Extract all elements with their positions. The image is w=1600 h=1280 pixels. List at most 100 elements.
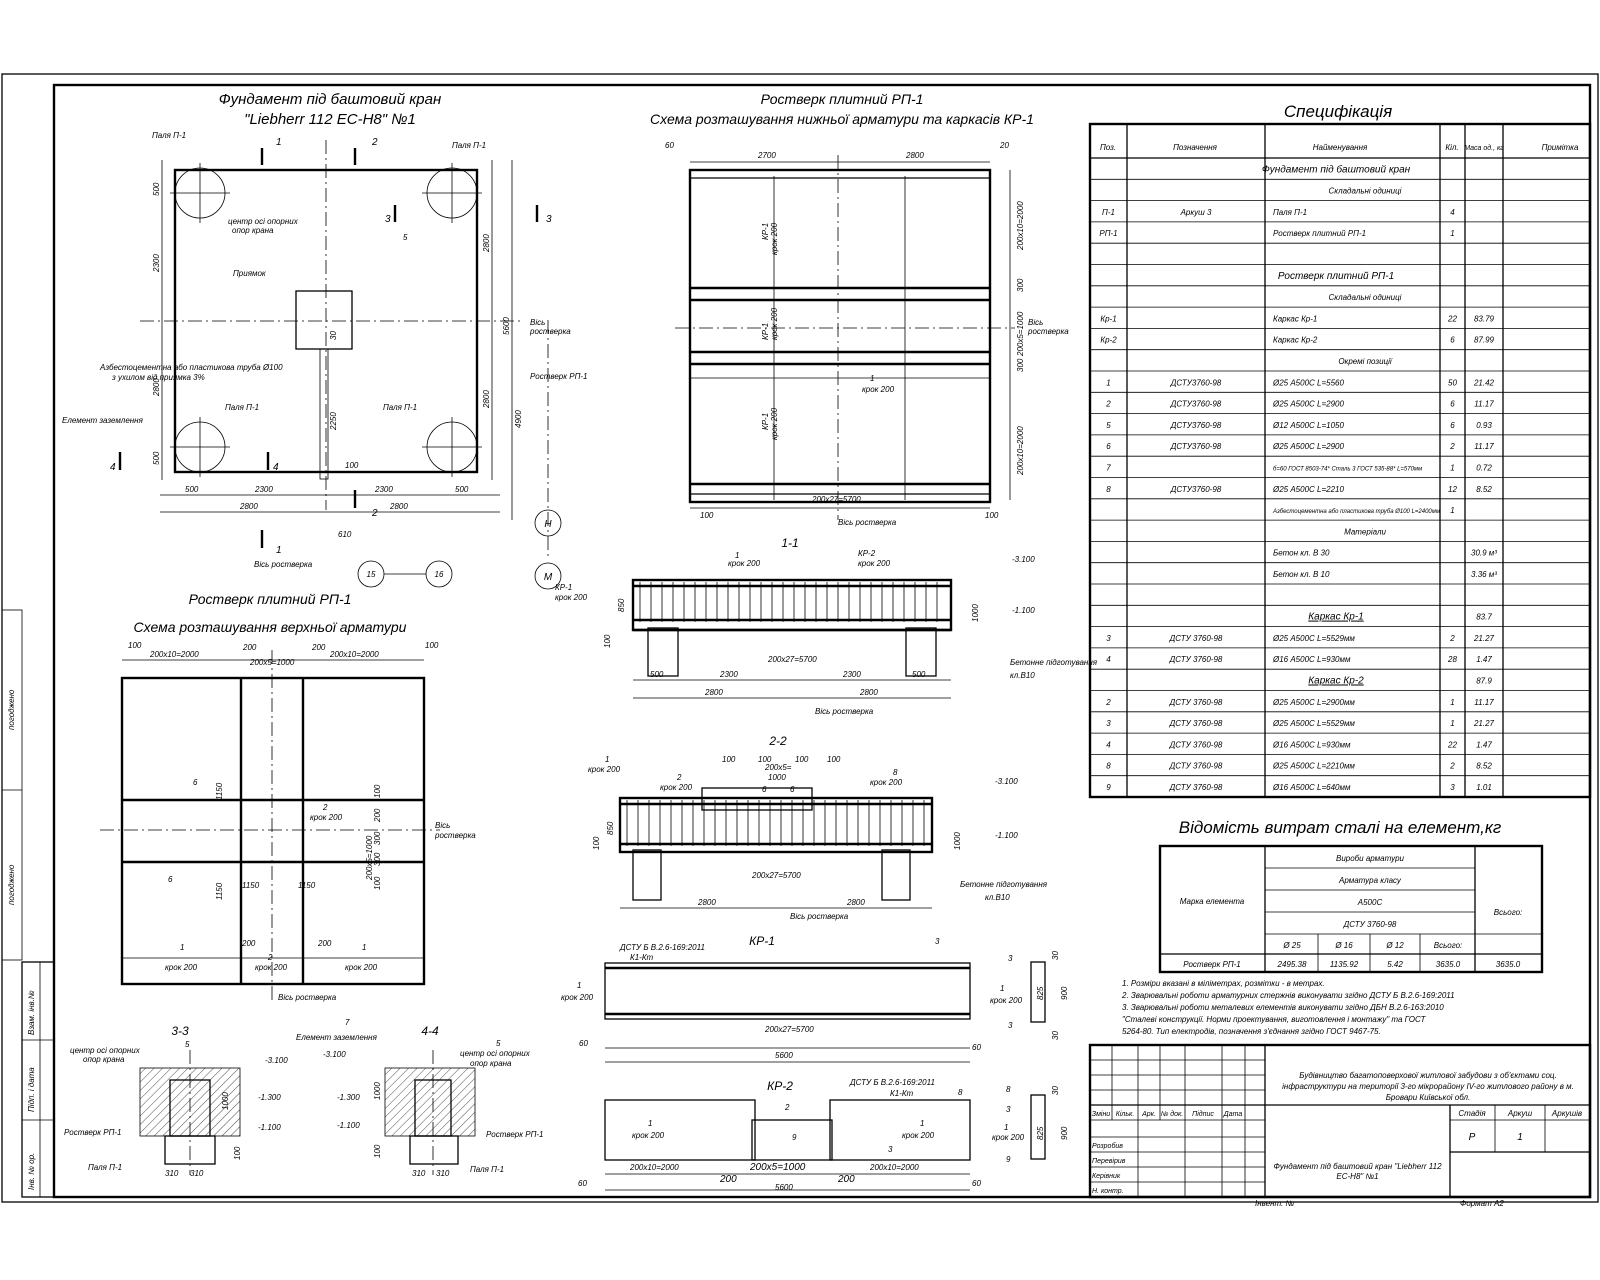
- s22-step: крок 200: [588, 765, 621, 774]
- kr1-dim: 200х27=5700: [764, 1025, 814, 1034]
- dim-5600: 5600: [502, 317, 511, 335]
- side-agreed-2: погоджено: [7, 864, 16, 905]
- pipe-label-2: з ухилом від приямка 3%: [111, 373, 205, 382]
- p3-dim-v2: 200: [373, 808, 382, 823]
- steel-h3: А500С: [1357, 898, 1383, 907]
- p3-dim-v1: 100: [373, 784, 382, 798]
- s11-axis: Вісь ростверка: [815, 707, 874, 716]
- stamp-col-0: Зміни: [1092, 1110, 1111, 1118]
- kr1-side-900: 900: [1060, 986, 1069, 1000]
- side-inv-orig: Інв. № ор.: [27, 1153, 36, 1190]
- steel-row-grand: 3635.0: [1496, 960, 1521, 969]
- s44-d100: 100: [373, 1144, 382, 1158]
- spec-qty: 3: [1450, 783, 1455, 792]
- p2-dim-bottom: 200х27=5700: [811, 495, 861, 504]
- spec-designation: ДСТУ 3760-98: [1169, 655, 1223, 664]
- steel-row-16: 1135.92: [1330, 960, 1359, 969]
- note-2: 2. Зварювальні роботи арматурних стержні…: [1121, 991, 1455, 1000]
- spec-header: Поз. Позначення Найменування Кіл. Маса о…: [1100, 143, 1579, 152]
- stamp-col-3: № док.: [1161, 1110, 1184, 1118]
- spec-h-designation: Позначення: [1173, 143, 1218, 152]
- s22-step3: крок 200: [870, 778, 903, 787]
- axis-label: Вісь: [530, 318, 545, 327]
- p3-pos1b: 1: [362, 943, 366, 952]
- p3-pos6b: 6: [168, 875, 173, 884]
- axis-bubble-15: 15: [367, 570, 376, 579]
- kr1-d60b: 60: [972, 1043, 981, 1052]
- plan3-subtitle: Схема розташування верхньої арматури: [134, 619, 407, 635]
- kr2-stepb: крок 200: [902, 1131, 935, 1140]
- spec-qty: 6: [1450, 336, 1455, 345]
- p2-step-c: крок 200: [770, 407, 779, 440]
- p2-dim-2700: 2700: [757, 151, 776, 160]
- dim-30: 30: [329, 331, 338, 340]
- spec-name: Ø25 А500С L=5529мм: [1272, 634, 1355, 643]
- spec-mass: 8.52: [1476, 762, 1492, 771]
- pile-label-4: Паля П-1: [383, 403, 417, 412]
- note-3: 3. Зварювальні роботи металевих елементі…: [1122, 1003, 1444, 1012]
- spec-name: Ø12 А500С L=1050: [1272, 421, 1344, 430]
- s33-n5: 5: [185, 1040, 190, 1049]
- side-sign-date: Підп. і дата: [27, 1067, 36, 1112]
- spec-subheading: Складальні одиниці: [1329, 187, 1402, 196]
- title-block: Зміни Кільк. Арк. № док. Підпис Дата Роз…: [1088, 1043, 1592, 1208]
- spec-mass: 3.36 м³: [1471, 570, 1497, 579]
- spec-h-name: Найменування: [1313, 143, 1368, 152]
- plan1-title: Фундамент під баштовий кран: [219, 91, 442, 108]
- spec-name: Ø25 А500С L=2900: [1272, 442, 1344, 451]
- spec-qty: 6: [1450, 421, 1455, 430]
- axis-bubble-M: М: [544, 572, 553, 583]
- s44-elev1: -3.100: [323, 1050, 346, 1059]
- plan2-title: Ростверк плитний РП-1: [761, 91, 924, 107]
- spec-section-title: Каркас Кр-1: [1308, 612, 1363, 623]
- s33-center-2: опор крана: [83, 1055, 125, 1064]
- grillage-label: Ростверк РП-1: [530, 372, 588, 381]
- stamp-role-1: Перевірив: [1092, 1157, 1126, 1165]
- p3-pos2b: 2: [267, 953, 273, 962]
- spec-name: Ø25 А500С L=2210мм: [1272, 762, 1355, 771]
- spec-mass: 0.72: [1476, 464, 1492, 473]
- s44-grill: Ростверк РП-1: [486, 1130, 544, 1139]
- spec-name: Ø25 А500С L=2900мм: [1272, 698, 1355, 707]
- spec-qty: 22: [1447, 740, 1457, 749]
- kr1-side-1: 1: [1000, 984, 1004, 993]
- plan2-subtitle: Схема розташування нижньої арматури та к…: [650, 111, 1034, 127]
- spec-designation: ДСТУ 3760-98: [1169, 634, 1223, 643]
- p3-dim-100b: 100: [425, 641, 439, 650]
- kr2-d60a: 60: [578, 1179, 587, 1188]
- spec-name: Бетон кл. В 30: [1273, 549, 1330, 558]
- spec-pos: 8: [1106, 762, 1111, 771]
- kr1-std: ДСТУ Б В.2.6-169:2011: [619, 943, 705, 952]
- kr1-step: крок 200: [561, 993, 594, 1002]
- p2-dim-60: 60: [665, 141, 674, 150]
- rebar-lines: [690, 176, 990, 500]
- pit: [295, 290, 353, 350]
- s44-d310b: 310: [436, 1169, 450, 1178]
- s44-d1000: 1000: [373, 1082, 382, 1100]
- stamp-inv: Інвент. №: [1255, 1199, 1294, 1208]
- s22-elev1: -3.100: [995, 777, 1018, 786]
- s11-bedding: Бетонне підготування: [1010, 658, 1098, 667]
- cut-2-bottom: 2: [371, 508, 378, 519]
- spec-designation: Аркуш 3: [1180, 208, 1212, 217]
- kr2-n9: 9: [792, 1133, 797, 1142]
- stamp-col-1: Кільк.: [1116, 1110, 1135, 1118]
- stamp-sheet-h: Аркуш: [1507, 1109, 1533, 1118]
- stamp-sheets-h: Аркушів: [1551, 1109, 1582, 1118]
- s44-center-2: опор крана: [470, 1059, 512, 1068]
- stamp-project: Будівництво багатоповерхової житлової за…: [1282, 1071, 1574, 1102]
- p3-axis-bottom: Вісь ростверка: [278, 993, 337, 1002]
- spec-name: Ø25 А500С L=2210: [1272, 485, 1344, 494]
- spec-name: Ø25 А500С L=2900: [1272, 400, 1344, 409]
- p3-dim-1150b: 1150: [215, 882, 224, 900]
- p3-dim-1150a: 1150: [215, 782, 224, 800]
- kr1-d60a: 60: [579, 1039, 588, 1048]
- cut-1-top: 1: [276, 137, 282, 148]
- spec-subheading: Окремі позиції: [1338, 357, 1393, 366]
- kr2-n2: 2: [784, 1103, 790, 1112]
- cut-3-left: 3: [385, 214, 391, 225]
- p2-n1: 1: [870, 374, 874, 383]
- spec-pos: 4: [1106, 740, 1111, 749]
- s33-d310b: 310: [190, 1169, 204, 1178]
- axis-label-2: ростверка: [529, 327, 571, 336]
